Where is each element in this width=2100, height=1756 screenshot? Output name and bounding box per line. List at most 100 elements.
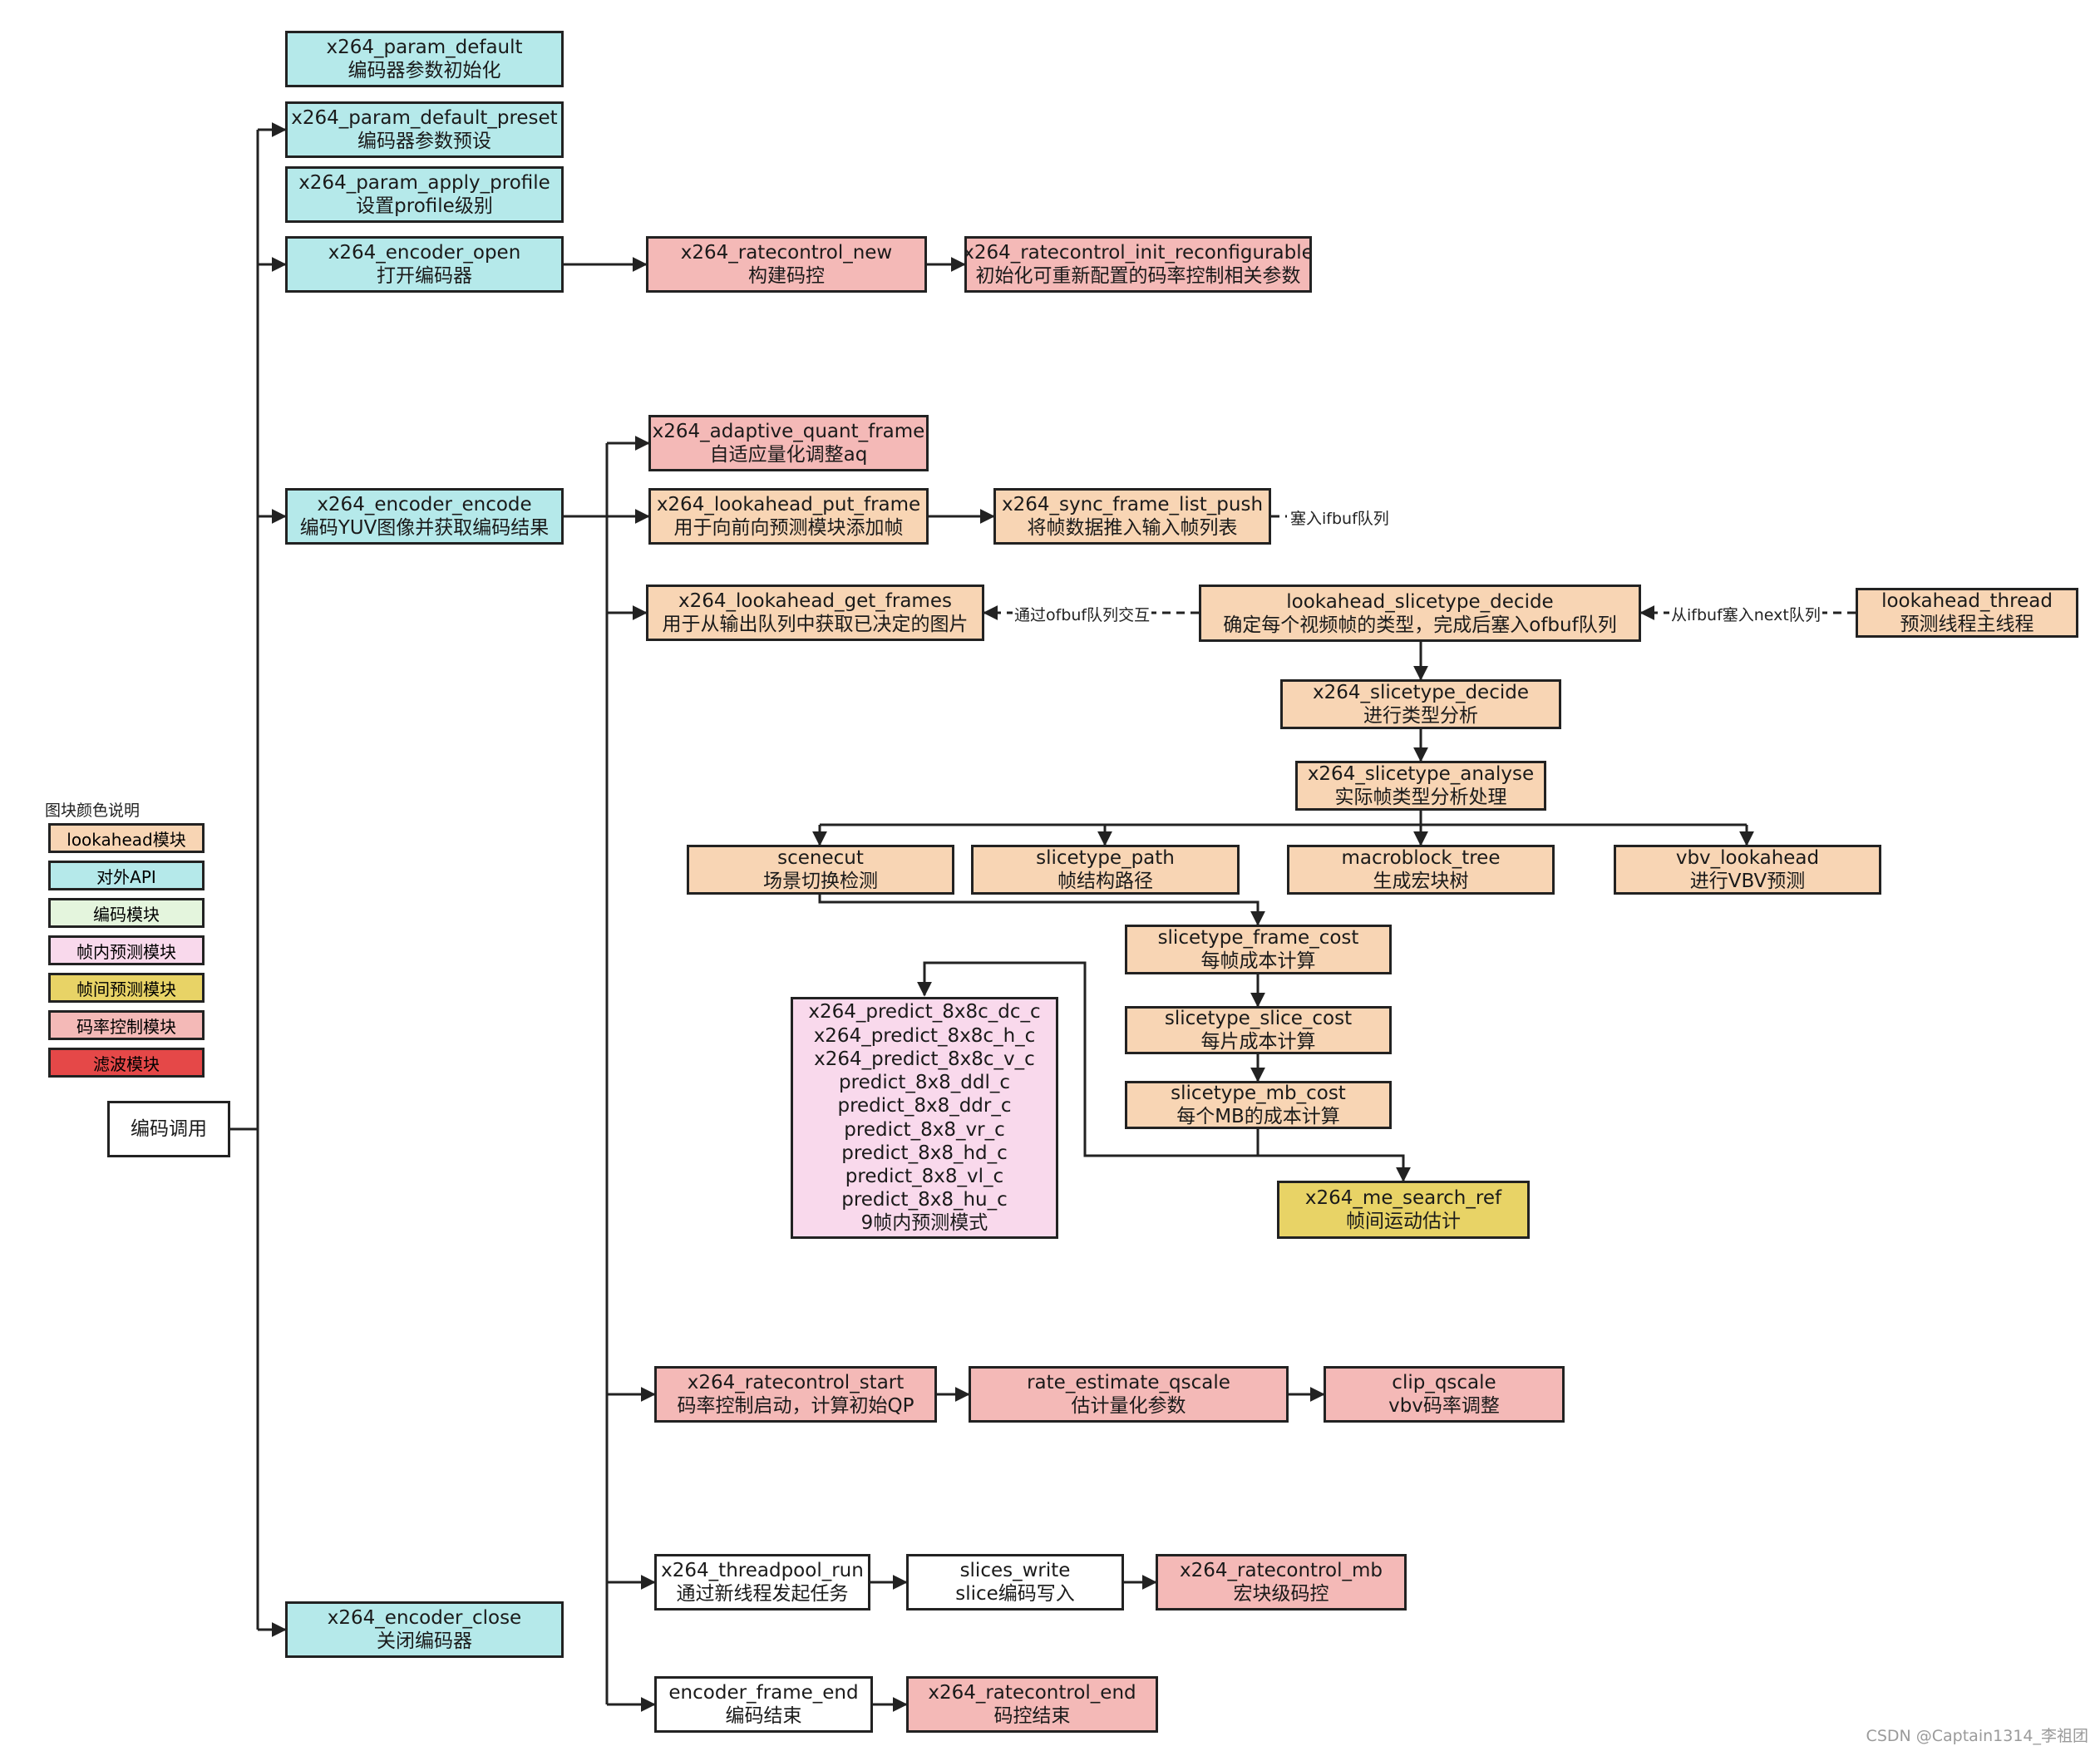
node-text-line: 每片成本计算 xyxy=(1200,1031,1316,1053)
node-text-line: slice编码写入 xyxy=(955,1583,1075,1605)
node-text-line: x264_slicetype_decide xyxy=(1313,682,1529,703)
node-text-line: 场景切换检测 xyxy=(763,871,878,892)
node-text-line: predict_8x8_vr_c xyxy=(844,1118,1005,1141)
node-text-line: x264_threadpool_run xyxy=(661,1560,864,1581)
node-text-line: x264_ratecontrol_end xyxy=(928,1682,1136,1704)
node-text-line: 估计量化参数 xyxy=(1071,1395,1186,1417)
node-text-line: 编码结束 xyxy=(725,1705,802,1727)
connector-scenecut-to-frame-cost xyxy=(818,895,1265,926)
legend-item: 编码模块 xyxy=(48,898,205,928)
node-text-line: x264_param_apply_profile xyxy=(298,172,550,194)
node-text-line: 编码器参数预设 xyxy=(357,131,491,152)
node-text-line: macroblock_tree xyxy=(1341,847,1501,869)
node-text-line: x264_lookahead_get_frames xyxy=(678,590,952,612)
watermark: CSDN @Captain1314_李祖团 xyxy=(1866,1727,2088,1745)
node-text-line: 编码器参数初始化 xyxy=(348,60,501,81)
node-text-line: 通过新线程发起任务 xyxy=(676,1583,849,1605)
node-text-line: lookahead_slicetype_decide xyxy=(1286,590,1554,613)
edge-label-push-ifbuf: 塞入ifbuf队列 xyxy=(1289,506,1391,529)
node-text-line: slicetype_frame_cost xyxy=(1157,927,1359,949)
node-text-line: predict_8x8_vl_c xyxy=(845,1165,1004,1187)
legend-title: 图块颜色说明 xyxy=(45,802,140,820)
legend-item: 码率控制模块 xyxy=(48,1010,205,1040)
node-text-line: 每帧成本计算 xyxy=(1200,950,1316,972)
node-text-line: x264_encoder_open xyxy=(328,242,521,264)
node-text-line: 进行VBV预测 xyxy=(1689,871,1806,892)
legend-item: 帧内预测模块 xyxy=(48,935,205,965)
node-text-line: x264_ratecontrol_start xyxy=(687,1372,905,1393)
node-text-line: 生成宏块树 xyxy=(1373,871,1469,892)
node-text-line: x264_lookahead_put_frame xyxy=(656,494,921,515)
node-text-line: 宏块级码控 xyxy=(1233,1583,1329,1605)
node-text-line: 进行类型分析 xyxy=(1363,705,1478,727)
edge-label-ifbuf-to-next: 从ifbuf塞入next队列 xyxy=(1669,603,1822,625)
node-text-line: slicetype_path xyxy=(1036,847,1175,869)
node-text-line: vbv码率调整 xyxy=(1388,1395,1500,1417)
node-text-line: x264_ratecontrol_new xyxy=(680,242,893,264)
node-text-line: 打开编码器 xyxy=(377,265,472,287)
node-text-line: 实际帧类型分析处理 xyxy=(1334,787,1507,808)
node-text-line: x264_ratecontrol_mb xyxy=(1180,1560,1383,1581)
node-text-line: 确定每个视频帧的类型，完成后塞入ofbuf队列 xyxy=(1223,614,1617,636)
node-text-line: x264_predict_8x8c_h_c xyxy=(813,1024,1036,1047)
node-root[interactable]: 编码调用 xyxy=(107,1101,230,1157)
edge-label-ofbuf-exchange: 通过ofbuf队列交互 xyxy=(1013,603,1152,625)
node-text-line: x264_predict_8x8c_v_c xyxy=(814,1048,1035,1070)
node-text-line: 将帧数据推入输入帧列表 xyxy=(1027,517,1238,539)
node-text-line: 用于向前向预测模块添加帧 xyxy=(673,517,904,539)
node-text-line: predict_8x8_hd_c xyxy=(841,1142,1008,1164)
node-text-line: x264_param_default_preset xyxy=(291,107,558,129)
node-text-line: predict_8x8_ddl_c xyxy=(839,1072,1010,1094)
node-text-line: slicetype_mb_cost xyxy=(1171,1083,1346,1104)
node-text-line: encoder_frame_end xyxy=(668,1682,859,1704)
legend-item: lookahead模块 xyxy=(48,823,205,853)
node-text-line: 预测线程主线程 xyxy=(1900,614,2034,635)
node-text-line: 用于从输出队列中获取已决定的图片 xyxy=(662,614,969,635)
node-text-line: x264_sync_frame_list_push xyxy=(1001,494,1264,515)
node-text-line: x264_adaptive_quant_frame xyxy=(652,421,925,442)
node-text-line: clip_qscale xyxy=(1392,1372,1496,1393)
legend-item: 滤波模块 xyxy=(48,1048,205,1078)
node-text-line: x264_encoder_encode xyxy=(317,494,532,515)
node-text-line: x264_param_default xyxy=(326,37,523,58)
node-text-line: 码率控制启动，计算初始QP xyxy=(677,1395,914,1417)
node-text-line: 帧间运动估计 xyxy=(1346,1211,1461,1232)
node-text-line: x264_ratecontrol_init_reconfigurable xyxy=(964,242,1312,264)
node-text-line: 每个MB的成本计算 xyxy=(1176,1106,1340,1127)
